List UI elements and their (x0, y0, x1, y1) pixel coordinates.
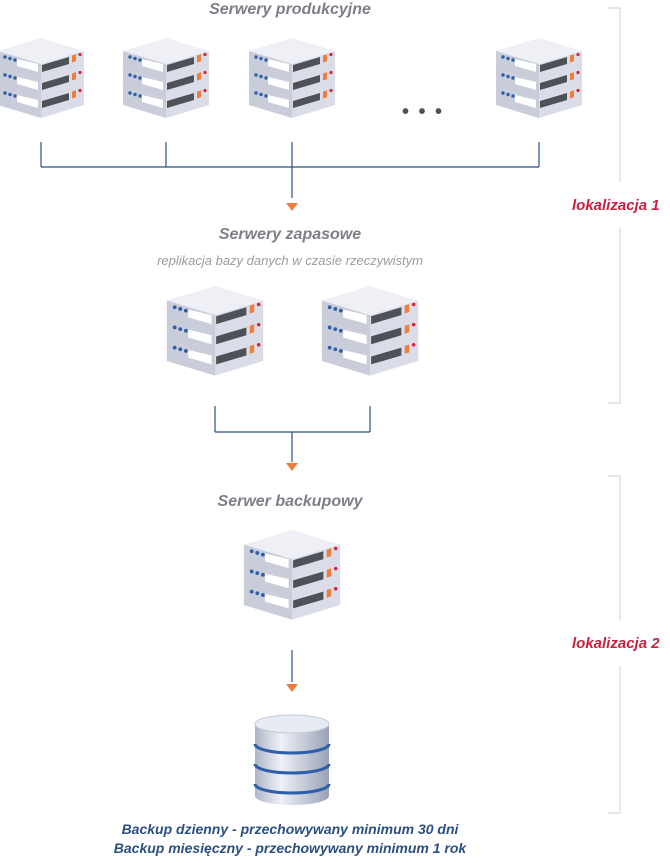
more-servers-ellipsis: • • • (401, 101, 445, 123)
location-1-bracket (608, 7, 621, 404)
backup-policy-daily: Backup dzienny - przechowywany minimum 3… (121, 821, 459, 837)
location-1-label: lokalizacja 1 (572, 197, 660, 214)
down-arrow-icon (286, 463, 298, 471)
down-arrow-icon (286, 203, 298, 211)
production-server-2 (123, 38, 209, 118)
backup-title: Serwer backupowy (217, 493, 363, 510)
standby-connector (214, 406, 371, 462)
down-arrow-icon (286, 684, 298, 692)
production-connector (40, 142, 540, 198)
backup-server (244, 530, 340, 620)
production-server-1 (0, 38, 84, 118)
location-2-bracket (608, 475, 621, 814)
production-title: Serwery produkcyjne (209, 1, 371, 18)
database-icon (253, 714, 331, 805)
standby-server-2 (322, 286, 418, 376)
standby-subtitle: replikacja bazy danych w czasie rzeczywi… (157, 253, 423, 268)
backup-policy-monthly: Backup miesięczny - przechowywany minimu… (113, 840, 467, 856)
standby-title: Serwery zapasowe (218, 226, 362, 243)
standby-server-1 (167, 286, 263, 376)
production-server-n (496, 38, 582, 118)
location-2-label: lokalizacja 2 (572, 635, 660, 652)
production-server-3 (249, 38, 335, 118)
